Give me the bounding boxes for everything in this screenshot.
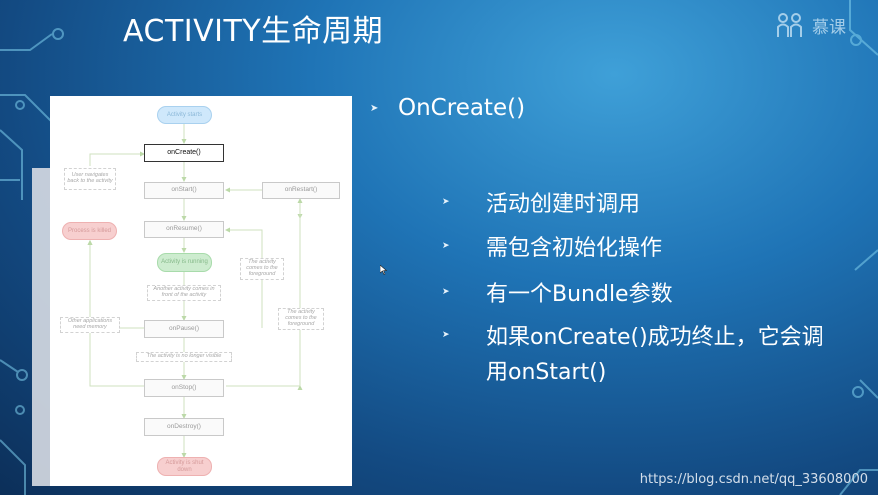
main-bullet-text: OnCreate() xyxy=(398,95,526,121)
node-on-destroy: onDestroy() xyxy=(144,418,224,436)
sub-bullet-text: 如果onCreate()成功终止，它会调用onStart() xyxy=(486,325,824,385)
bullet-arrow-icon: ➤ xyxy=(442,197,450,207)
node-on-restart: onRestart() xyxy=(262,182,340,199)
main-bullet: ➤ OnCreate() xyxy=(370,95,525,121)
node-on-stop: onStop() xyxy=(144,379,224,397)
note-other-apps-memory: Other applications need memory xyxy=(60,317,120,333)
diagram-connectors xyxy=(87,124,303,458)
node-on-start: onStart() xyxy=(144,182,224,199)
mouse-cursor-icon xyxy=(380,265,388,275)
logo: 慕课 xyxy=(776,10,862,40)
node-on-create: onCreate() xyxy=(144,144,224,162)
logo-icon xyxy=(777,13,802,37)
sub-bullet: ➤ 有一个Bundle参数 xyxy=(442,277,836,312)
note-another-activity-front: Another activity comes in front of the a… xyxy=(147,285,221,301)
sub-bullet: ➤ 如果onCreate()成功终止，它会调用onStart() xyxy=(442,320,831,390)
logo-text: 慕课 xyxy=(812,17,846,38)
bullet-arrow-icon: ➤ xyxy=(442,330,450,340)
sub-bullet-text: 有一个Bundle参数 xyxy=(486,282,673,307)
note-user-navigates-back: User navigates back to the activity xyxy=(64,168,116,190)
panel-shadow xyxy=(32,168,54,486)
bullet-arrow-icon: ➤ xyxy=(442,287,450,297)
node-activity-shut-down: Activity is shut down xyxy=(157,457,212,476)
lifecycle-diagram: Activity starts onCreate() onStart() onR… xyxy=(50,96,352,486)
sub-bullet: ➤ 活动创建时调用 xyxy=(442,187,836,222)
sub-bullet-text: 需包含初始化操作 xyxy=(486,236,663,261)
sub-bullet: ➤ 需包含初始化操作 xyxy=(442,231,836,266)
node-activity-starts: Activity starts xyxy=(157,106,212,124)
watermark: https://blog.csdn.net/qq_33608000 xyxy=(639,472,868,487)
note-no-longer-visible: The activity is no longer visible xyxy=(136,352,232,362)
bullet-arrow-icon: ➤ xyxy=(370,102,379,114)
node-process-killed: Process is killed xyxy=(62,222,117,240)
sub-bullet-text: 活动创建时调用 xyxy=(486,192,641,217)
bullet-arrow-icon: ➤ xyxy=(442,241,450,251)
note-comes-to-foreground-1: The activity comes to the foreground xyxy=(240,258,284,280)
node-on-pause: onPause() xyxy=(144,320,224,338)
slide-title: ACTIVITY生命周期 xyxy=(123,14,384,49)
node-activity-running: Activity is running xyxy=(157,253,212,272)
note-comes-to-foreground-2: The activity comes to the foreground xyxy=(278,308,324,330)
node-on-resume: onResume() xyxy=(144,221,224,238)
